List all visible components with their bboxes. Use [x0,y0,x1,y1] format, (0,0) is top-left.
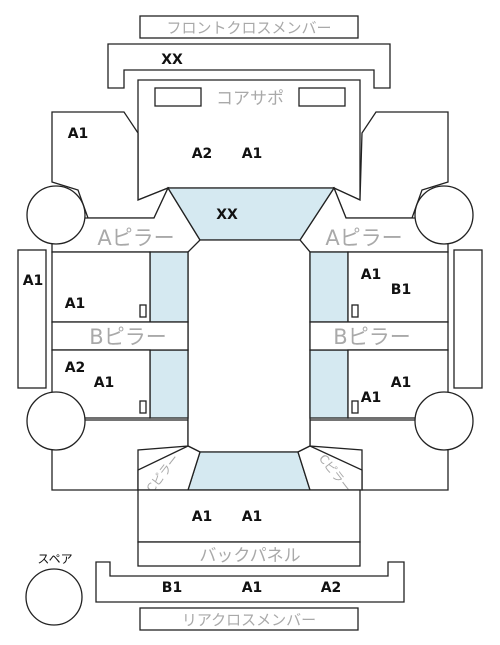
core-support-label: コアサポ [216,89,284,109]
front-bumper-grade: XX [161,52,183,68]
left-side-glass-rear [149,349,189,419]
a-pillar-left-label: Aピラー [97,226,174,250]
right-side-glass-rear [309,349,349,419]
right-side-sill [453,249,483,389]
rear-cross-member-label: リアクロスメンバー [182,611,316,629]
trunk-lid [137,489,361,543]
left-rear-door-grade-b: A1 [94,375,115,391]
trunk-grade-a: A1 [192,509,213,525]
right-side-glass-front [309,251,349,323]
right-front-door-handle [351,304,359,318]
wheel-rear-left [26,391,86,451]
back-panel-label: バックパネル [199,546,300,566]
front-cross-member-label: フロントクロスメンバー [166,19,331,37]
right-front-door-grade-a: A1 [361,267,382,283]
wheel-front-left [26,185,86,245]
wheel-front-right [414,185,474,245]
left-fender-grade: A1 [68,126,89,142]
back-panel [137,541,361,567]
hood-grade-a: A2 [192,146,213,162]
right-rear-door [347,349,449,419]
right-front-door [347,251,449,323]
b-pillar-left [51,321,189,351]
left-rear-door-handle [139,400,147,414]
right-rear-door-grade-b: A1 [361,390,382,406]
spare-tire [25,568,83,626]
a-pillar-right-label: Aピラー [325,226,402,250]
front-cross-member-box [139,15,359,39]
left-front-door [51,251,151,323]
left-side-sill-grade: A1 [23,273,44,289]
left-side-sill [17,249,47,389]
wheel-rear-right [414,391,474,451]
rear-bumper-bracket [95,561,405,603]
trunk-grade-b: A1 [242,509,263,525]
right-rear-door-grade-a: A1 [391,375,412,391]
left-rear-door-grade-a: A2 [65,360,86,376]
left-front-door-grade: A1 [65,296,86,312]
rear-bumper-grade-c: A2 [321,580,342,596]
right-front-door-grade-b: B1 [391,282,411,298]
rear-glass [187,451,311,491]
b-pillar-left-label: Bピラー [89,325,166,349]
right-rear-door-handle [351,400,359,414]
spare-label: スペア [37,552,72,566]
left-side-glass-front [149,251,189,323]
rear-bumper-grade-a: B1 [162,580,182,596]
core-support-box-left [154,87,202,107]
hood-grade-b: A1 [242,146,263,162]
core-support-box-right [298,87,346,107]
front-bumper-bracket [107,43,391,89]
rear-bumper-grade-b: A1 [242,580,263,596]
left-front-door-handle [139,304,147,318]
rear-cross-member-box [139,607,359,631]
roof-panel [187,239,311,453]
b-pillar-right-label: Bピラー [333,325,410,349]
windshield-grade: XX [216,207,238,223]
